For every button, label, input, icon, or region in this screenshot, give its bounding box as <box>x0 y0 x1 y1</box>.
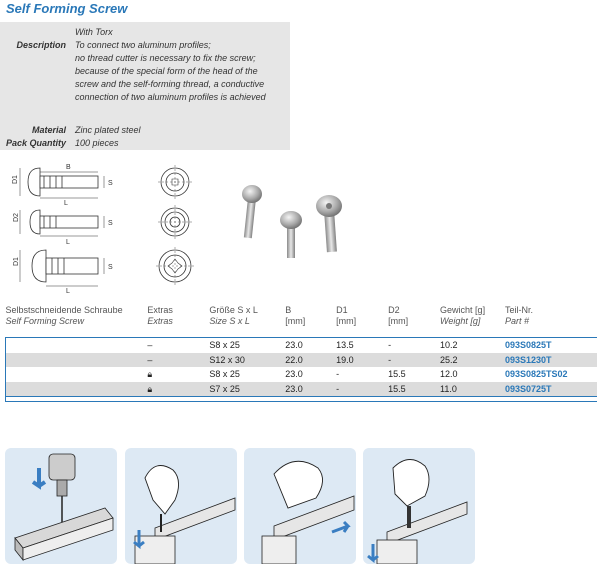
b-label: B <box>66 164 71 171</box>
cell-b: 23.0 <box>285 340 303 350</box>
assembly-step-4 <box>363 448 475 564</box>
assembly-step-3 <box>244 448 356 564</box>
d2-label: D2 <box>13 213 20 222</box>
cell-part[interactable]: 093S0725T <box>504 381 597 397</box>
cell-extras: – <box>147 352 210 367</box>
cell-d2: 15.5 <box>388 381 441 397</box>
cell-extras: 🔒︎ <box>147 367 209 382</box>
description-label: Description <box>16 40 66 50</box>
description-line: To connect two aluminum profiles; <box>75 40 211 50</box>
table-row: 🔒︎ S7 x 25 23.0 - 15.5 11.0 093S0725T <box>5 381 597 397</box>
header-b: B[mm] <box>285 305 306 326</box>
header-d1: D1[mm] <box>336 305 357 326</box>
screw-drawing-1: D1 B L S <box>12 164 192 207</box>
description-line: With Torx <box>75 27 113 37</box>
table-row: 🔒︎ S8 x 25 23.0 - 15.5 12.0 093S0825TS02 <box>5 367 598 382</box>
cell-size: S7 x 25 <box>209 381 286 397</box>
screw-photo-1 <box>242 185 262 239</box>
screw-photo-2 <box>280 211 302 258</box>
s-label: S <box>108 264 113 271</box>
info-panel: Description With Torx To connect two alu… <box>0 22 290 150</box>
description-line: connection of two aluminum profiles is a… <box>75 92 266 102</box>
cell-size: S8 x 25 <box>209 340 240 350</box>
cell-d1: - <box>336 369 340 379</box>
assembly-step-2 <box>125 448 237 564</box>
cell-size: S12 x 30 <box>209 352 286 367</box>
description-line: because of the special form of the head … <box>75 66 258 76</box>
d1-label: D1 <box>13 257 20 266</box>
cell-size: S8 x 25 <box>209 369 240 379</box>
pack-label: Pack Quantity <box>5 138 66 148</box>
cell-d1: - <box>336 381 389 397</box>
screw-drawing-2: D2 L S <box>13 205 192 246</box>
s-label: S <box>108 180 113 187</box>
product-photo <box>242 185 342 258</box>
cell-part[interactable]: 093S0825TS02 <box>504 369 568 379</box>
cell-part[interactable]: 093S0825T <box>504 340 552 350</box>
material-value: Zinc plated steel <box>75 125 141 135</box>
description-line: no thread cutter is necessary to fix the… <box>75 53 256 63</box>
cell-weight: 12.0 <box>440 369 458 379</box>
cell-d1: 19.0 <box>336 352 389 367</box>
cell-d1: 13.5 <box>336 340 354 350</box>
screw-drawing-3: D1 L S <box>13 247 194 294</box>
cell-extras: 🔒︎ <box>147 381 210 397</box>
table-row: – S12 x 30 22.0 19.0 - 25.2 093S1230T <box>5 352 597 367</box>
technical-drawings: D1 B L S D2 L S <box>12 164 194 294</box>
pack-value: 100 pieces <box>75 138 119 148</box>
cell-d2: - <box>388 352 441 367</box>
l-label: L <box>66 239 70 246</box>
header-d2: D2[mm] <box>388 305 409 326</box>
page-title: Self Forming Screw <box>6 1 128 16</box>
cell-b: 23.0 <box>285 381 337 397</box>
assembly-step-1 <box>5 448 117 564</box>
lock-icon: 🔒︎ <box>147 383 153 394</box>
cell-d2: 15.5 <box>388 369 406 379</box>
cell-weight: 10.2 <box>440 340 458 350</box>
cell-weight: 11.0 <box>440 381 505 397</box>
cell-d2: - <box>388 340 392 350</box>
cell-part[interactable]: 093S1230T <box>504 352 597 367</box>
cell-b: 23.0 <box>285 369 303 379</box>
header-part: Teil-Nr.Part # <box>504 305 533 326</box>
cell-extras: – <box>147 340 153 350</box>
d1-label: D1 <box>12 175 19 184</box>
header-weight: Gewicht [g]Weight [g] <box>440 305 486 326</box>
screw-photo-3 <box>316 195 342 253</box>
cell-b: 22.0 <box>285 352 337 367</box>
l-label: L <box>66 288 70 294</box>
material-label: Material <box>31 125 66 135</box>
lock-icon: 🔒︎ <box>147 369 153 379</box>
table-row: – S8 x 25 23.0 13.5 - 10.2 093S0825T <box>5 337 598 353</box>
description-line: screw and the self-forming thread, a con… <box>75 79 265 89</box>
s-label: S <box>108 220 113 227</box>
l-label: L <box>64 200 68 207</box>
cell-weight: 25.2 <box>440 352 505 367</box>
